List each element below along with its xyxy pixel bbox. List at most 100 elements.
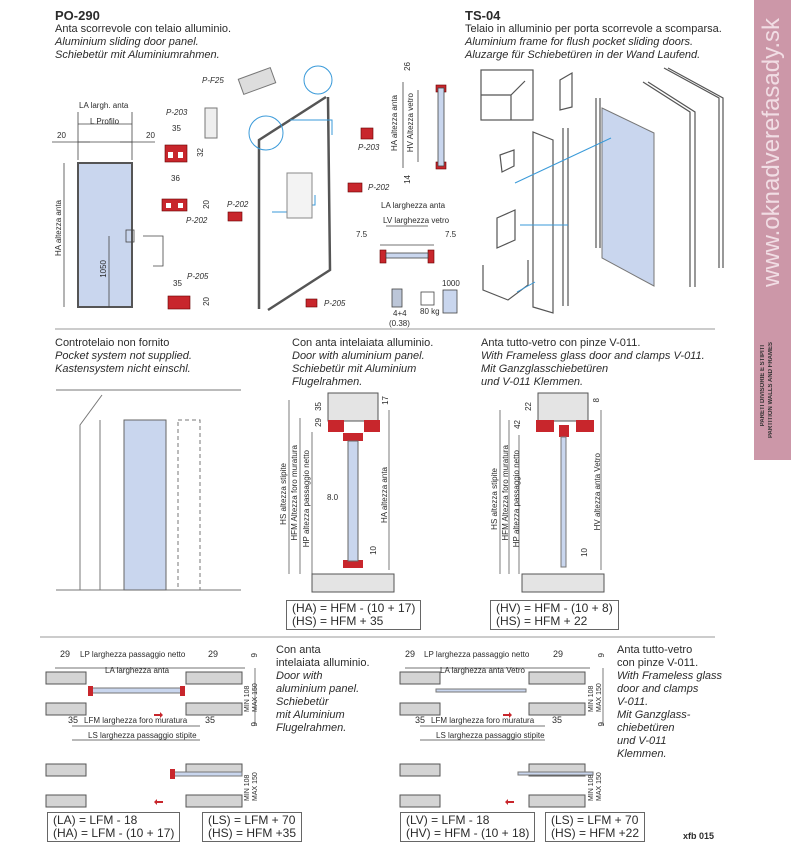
alu-desc-de: Flugelrahmen. (292, 376, 363, 388)
ts04-desc-de: Aluzarge für Schiebetüren in der Wand La… (465, 49, 701, 61)
dim-label: LFM larghezza foro muratura (431, 716, 535, 725)
part-label: P-205 (324, 299, 346, 308)
dim-label: 35 (68, 715, 79, 725)
formula: (LS) = LFM + 70 (208, 813, 296, 827)
pocket-door-panel (123, 419, 167, 591)
desc-line: With Frameless glass (617, 670, 723, 682)
part-label: P-205 (187, 272, 209, 281)
dim-label: 1050 (99, 260, 108, 278)
dim-label: 29 (405, 649, 416, 659)
sidebar-band (754, 0, 791, 460)
glass-desc-it: Anta tutto-vetro con pinze V-011. (481, 337, 641, 349)
dim-label: LA larghezza anta Vetro (440, 666, 525, 675)
dim-label: 35 (314, 402, 323, 411)
dim-label: 42 (513, 420, 522, 429)
pocket-desc-en: Pocket system not supplied. (55, 350, 192, 362)
dim-label: HS altezza stipite (279, 463, 288, 525)
dim-label: LS larghezza passaggio stipite (436, 731, 545, 740)
dim-label: HFM Altezza foro muratura (290, 445, 299, 541)
pocket-door-glass (601, 107, 655, 287)
po290-desc-de: Schiebetür mit Aluminiumrahmen. (55, 49, 220, 61)
dim-label: 35 (173, 279, 182, 288)
desc-line: und V-011 (617, 735, 667, 747)
ts04-desc-en: Aluminium frame for flush pocket sliding… (465, 36, 694, 48)
desc-line: intelaiata alluminio. (276, 657, 370, 669)
width-spec: 1000 (442, 279, 460, 288)
glass-desc-de: und V-011 Klemmen. (481, 376, 584, 388)
ts04-desc-it: Telaio in alluminio per porta scorrevole… (465, 23, 722, 35)
dim-label: LFM larghezza foro muratura (84, 716, 188, 725)
dim-label: 20 (57, 131, 66, 140)
dim-label: 35 (415, 715, 426, 725)
desc-line: con pinze V-011. (617, 657, 699, 669)
dim-label: MIN 108 MAX 150 (244, 683, 259, 712)
desc-line: Door with (276, 670, 323, 682)
dim-label: HA altezza anta (54, 200, 63, 257)
desc-line: chiebetüren (617, 722, 675, 734)
formula-box-glass-section: (HV) = HFM - (10 + 8)(HS) = HFM + 22 (490, 600, 619, 630)
dim-label: LP larghezza passaggio netto (424, 650, 530, 659)
dim-label: LV larghezza vetro (383, 216, 450, 225)
dim-label: 20 (146, 131, 155, 140)
dim-label: LP larghezza passaggio netto (80, 650, 186, 659)
dim-label: HP altezza passaggio netto (512, 450, 521, 548)
pocket-desc-de: Kastensystem nicht einschl. (55, 363, 191, 375)
dim-label: 36 (171, 174, 180, 183)
desc-line: aluminium panel. (276, 683, 360, 695)
dim-label: 35 (552, 715, 563, 725)
part-label: P-F25 (202, 76, 224, 85)
dim-label: HP altezza passaggio netto (302, 450, 311, 548)
desc-line: Con anta (276, 644, 321, 656)
dim-label: MIN 108 MAX 150 (588, 772, 603, 801)
weight-spec: 80 kg (420, 307, 440, 316)
glass-spec: (0.38) (389, 319, 410, 328)
desc-line: V-011. (617, 696, 649, 708)
desc-line: Anta tutto-vetro (617, 644, 693, 656)
dim-label: 10 (580, 548, 589, 557)
dim-label: 10 (369, 546, 378, 555)
desc-line: mit Aluminium (276, 709, 345, 721)
po290-code: PO-290 (55, 8, 100, 23)
formula: (LS) = LFM + 70 (551, 813, 639, 827)
po290-desc-it: Anta scorrevole con telaio alluminio. (55, 23, 232, 35)
part-label: P-202 (227, 200, 249, 209)
dim-label: 32 (196, 148, 205, 157)
dim-label: 29 (208, 649, 219, 659)
formula: (LV) = LFM - 18 (406, 813, 490, 827)
dim-label: HFM Altezza foro muratura (501, 445, 510, 541)
formula: (HA) = HFM - (10 + 17) (292, 601, 416, 615)
dim-label: LA largh. anta (79, 101, 129, 110)
alu-desc-de: Schiebetür mit Aluminium (292, 363, 417, 375)
dim-label: 20 (202, 200, 211, 209)
dim-label: 9 (597, 722, 606, 727)
dim-label: 17 (381, 396, 390, 405)
formula: (HA) = LFM - (10 + 17) (53, 826, 175, 840)
ts04-code: TS-04 (465, 8, 501, 23)
dim-label: L Profilo (90, 117, 120, 126)
glass-spec: 4+4 (393, 309, 407, 318)
formula-box: (LA) = LFM - 18(HA) = LFM - (10 + 17) (47, 812, 181, 842)
desc-line: Schiebetür (276, 696, 329, 708)
dim-label: 22 (524, 402, 533, 411)
door-panel-front (77, 162, 133, 308)
po290-desc-en: Aluminium sliding door panel. (55, 36, 199, 48)
part-label: P-202 (186, 216, 208, 225)
formula-box: (LS) = LFM + 70(HS) = HFM +22 (545, 812, 646, 842)
part-label: P-203 (166, 108, 188, 117)
dim-label: MIN 108 MAX 150 (588, 683, 603, 712)
dim-label: 8 (592, 398, 601, 403)
formula-box: (LV) = LFM - 18(HV) = HFM - (10 + 18) (400, 812, 536, 842)
dim-label: 35 (172, 124, 181, 133)
dim-label: 20 (202, 297, 211, 306)
desc-line: Klemmen. (617, 748, 667, 760)
dim-label: 9 (250, 653, 259, 658)
dim-label: HA altezza anta (380, 467, 389, 524)
formula: (HS) = HFM +35 (208, 826, 297, 840)
dim-label: LA larghezza anta (105, 666, 170, 675)
alu-desc-en: Door with aluminium panel. (292, 350, 425, 362)
formula: (LA) = LFM - 18 (53, 813, 138, 827)
dim-label: 9 (250, 722, 259, 727)
alu-desc-it: Con anta intelaiata alluminio. (292, 337, 434, 349)
dim-label: MIN 108 MAX 150 (244, 772, 259, 801)
dim-label: 35 (205, 715, 216, 725)
